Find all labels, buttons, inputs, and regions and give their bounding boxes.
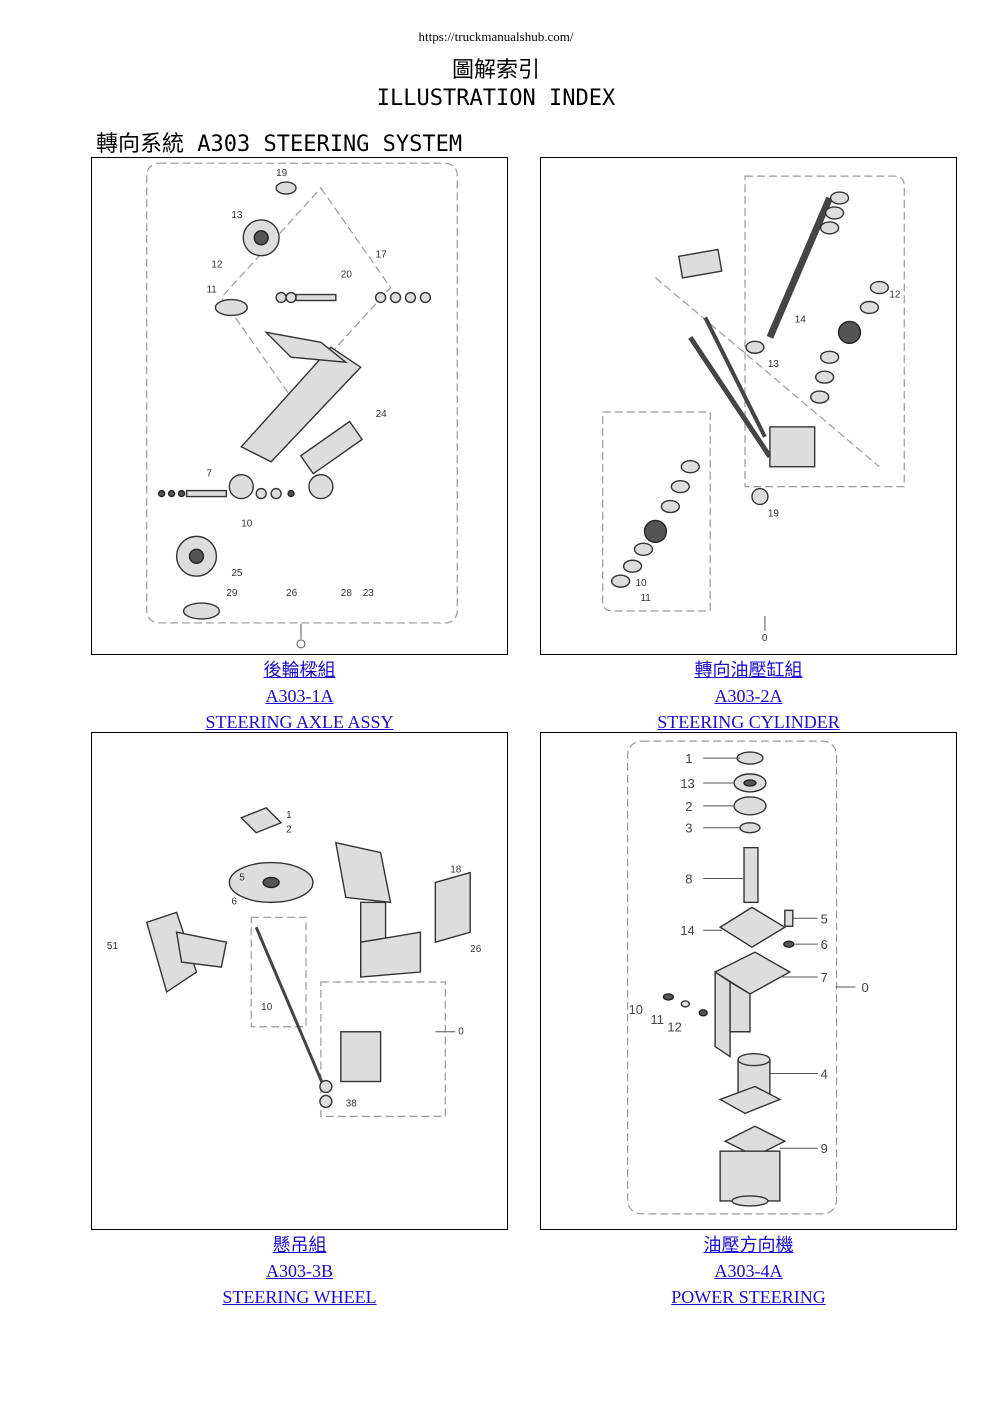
section-title: 轉向系統 A303 STEERING SYSTEM — [96, 132, 463, 157]
link-code[interactable]: A303-3B — [266, 1261, 333, 1281]
label-10: 10 — [629, 1002, 643, 1017]
svg-text:13: 13 — [768, 359, 780, 370]
svg-text:14: 14 — [795, 314, 807, 325]
power-steering-illustration: 1 13 2 3 8 14 5 6 7 0 10 11 12 4 9 — [626, 740, 869, 1215]
caption-steering-cylinder[interactable]: 轉向油壓缸組 A303-2A STEERING CYLINDER — [540, 657, 957, 735]
svg-text:51: 51 — [107, 941, 119, 952]
link-en[interactable]: STEERING WHEEL — [222, 1287, 377, 1307]
link-code[interactable]: A303-4A — [714, 1261, 783, 1281]
label-0: 0 — [861, 980, 868, 995]
steering-cylinder-illustration: 0 14 13 12 11 10 19 — [602, 175, 905, 644]
svg-text:24: 24 — [376, 409, 388, 420]
svg-text:1: 1 — [286, 810, 292, 821]
svg-text:29: 29 — [226, 588, 238, 599]
steering-axle-illustration: 19 13 12 11 17 20 24 7 10 29 25 26 28 23 — [146, 162, 458, 649]
svg-text:19: 19 — [768, 508, 780, 519]
svg-text:6: 6 — [231, 896, 237, 907]
svg-text:5: 5 — [239, 872, 245, 883]
caption-power-steering[interactable]: 油壓方向機 A303-4A POWER STEERING — [540, 1232, 957, 1310]
link-zh[interactable]: 油壓方向機 — [703, 1235, 794, 1255]
label-2: 2 — [685, 799, 692, 814]
svg-text:11: 11 — [206, 285, 217, 296]
link-code[interactable]: A303-1A — [265, 686, 334, 706]
diagram-steering-axle[interactable]: 19 13 12 11 17 20 24 7 10 29 25 26 28 23 — [91, 157, 508, 655]
svg-text:17: 17 — [376, 250, 388, 261]
svg-text:19: 19 — [276, 168, 288, 179]
svg-text:10: 10 — [261, 1002, 273, 1013]
link-zh[interactable]: 後輪樑組 — [263, 660, 336, 680]
svg-text:26: 26 — [470, 944, 482, 955]
label-4: 4 — [821, 1067, 828, 1082]
svg-text:28: 28 — [341, 588, 353, 599]
svg-text:20: 20 — [341, 270, 353, 281]
svg-text:12: 12 — [211, 260, 223, 271]
link-code[interactable]: A303-2A — [714, 686, 783, 706]
label-12: 12 — [667, 1020, 681, 1035]
diagram-steering-cylinder[interactable]: 0 14 13 12 11 10 19 — [540, 157, 957, 655]
svg-text:7: 7 — [206, 469, 212, 480]
svg-text:38: 38 — [346, 1098, 358, 1109]
svg-text:26: 26 — [286, 588, 298, 599]
svg-text:12: 12 — [889, 290, 901, 301]
label-6: 6 — [821, 937, 828, 952]
label-8: 8 — [685, 871, 692, 886]
label-9: 9 — [821, 1141, 828, 1156]
svg-text:11: 11 — [641, 593, 652, 604]
diagram-steering-wheel[interactable]: 0 1 2 5 6 51 10 18 26 38 — [91, 732, 508, 1230]
label-14: 14 — [680, 923, 694, 938]
svg-text:0: 0 — [458, 1027, 464, 1038]
svg-text:0: 0 — [762, 633, 768, 644]
svg-text:13: 13 — [231, 210, 243, 221]
link-en[interactable]: STEERING AXLE ASSY — [205, 712, 394, 732]
svg-text:25: 25 — [231, 568, 243, 579]
diagram-power-steering[interactable]: 1 13 2 3 8 14 5 6 7 0 10 11 12 4 9 — [540, 732, 957, 1230]
page-title-zh: 圖解索引 — [451, 58, 540, 83]
label-13: 13 — [680, 776, 694, 791]
link-en[interactable]: STEERING CYLINDER — [657, 712, 840, 732]
svg-text:10: 10 — [241, 518, 253, 529]
svg-text:10: 10 — [636, 578, 648, 589]
label-1: 1 — [685, 751, 692, 766]
link-zh[interactable]: 懸吊組 — [272, 1235, 327, 1255]
svg-text:2: 2 — [286, 825, 292, 836]
label-5: 5 — [821, 911, 828, 926]
link-zh[interactable]: 轉向油壓缸組 — [694, 660, 803, 680]
caption-steering-wheel[interactable]: 懸吊組 A303-3B STEERING WHEEL — [91, 1232, 508, 1310]
label-7: 7 — [821, 970, 828, 985]
source-url: https://truckmanualshub.com/ — [418, 29, 574, 44]
page-title-en: ILLUSTRATION INDEX — [376, 86, 616, 111]
label-11: 11 — [650, 1012, 663, 1027]
steering-wheel-illustration: 0 1 2 5 6 51 10 18 26 38 — [107, 807, 482, 1117]
link-en[interactable]: POWER STEERING — [671, 1287, 826, 1307]
svg-text:23: 23 — [363, 588, 375, 599]
caption-steering-axle[interactable]: 後輪樑組 A303-1A STEERING AXLE ASSY — [91, 657, 508, 735]
svg-text:18: 18 — [450, 865, 462, 876]
label-3: 3 — [685, 821, 692, 836]
